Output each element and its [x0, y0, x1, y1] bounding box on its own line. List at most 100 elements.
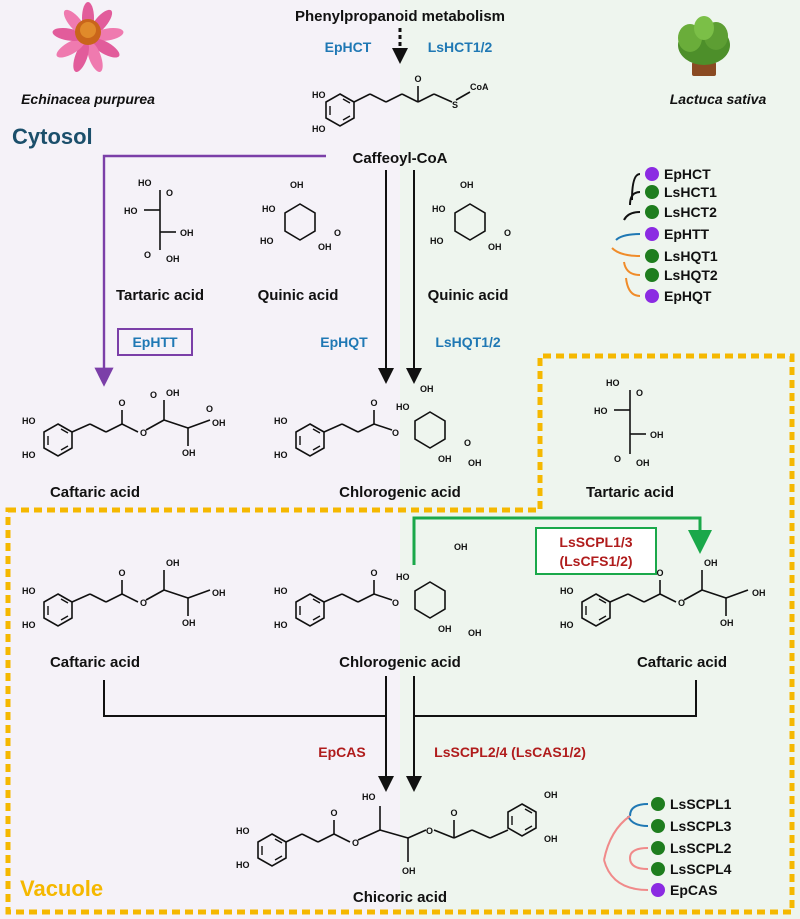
svg-text:HO: HO	[124, 206, 138, 216]
svg-text:O: O	[678, 598, 685, 608]
svg-text:OH: OH	[290, 180, 304, 190]
compound-caftaric-vac-right: Caftaric acid	[637, 654, 727, 671]
svg-text:O: O	[614, 454, 621, 464]
svg-text:O: O	[450, 808, 457, 818]
svg-text:O: O	[166, 188, 173, 198]
svg-text:OH: OH	[720, 618, 734, 628]
compound-quinic-left: Quinic acid	[258, 287, 339, 304]
svg-text:O: O	[206, 404, 213, 414]
svg-text:CoA: CoA	[470, 82, 489, 92]
echinacea-flower-icon	[52, 2, 124, 72]
svg-text:HO: HO	[138, 178, 152, 188]
tree-top-label-3: EpHTT	[664, 226, 710, 242]
entry-arrow	[392, 48, 408, 64]
svg-text:HO: HO	[594, 406, 608, 416]
species-right: Lactuca sativa	[670, 91, 767, 107]
svg-text:O: O	[370, 398, 377, 408]
compound-caftaric-vac-left: Caftaric acid	[50, 654, 140, 671]
vacuole-label: Vacuole	[20, 876, 103, 901]
quinic-acid-left-structure: OH HO HO OH O	[260, 180, 341, 252]
svg-text:HO: HO	[606, 378, 620, 388]
svg-text:HO: HO	[560, 586, 574, 596]
svg-text:O: O	[330, 808, 337, 818]
caftaric-acid-vac-left-structure: O O OH OH OH HO HO	[22, 558, 226, 630]
tree-top-label-6: EpHQT	[664, 288, 712, 304]
svg-text:O: O	[392, 428, 399, 438]
tree-bottom-label-3: LsSCPL4	[670, 861, 732, 877]
compound-chlorogenic-vac: Chlorogenic acid	[339, 654, 461, 671]
cytosol-label: Cytosol	[12, 124, 93, 149]
compound-quinic-right: Quinic acid	[428, 287, 509, 304]
lactuca-background	[400, 0, 800, 919]
compound-caftaric-cyto: Caftaric acid	[50, 484, 140, 501]
svg-text:O: O	[118, 568, 125, 578]
chlorogenic-acid-vac-structure: O O OH HO OH OH HO HO	[274, 542, 482, 638]
svg-text:HO: HO	[22, 416, 36, 426]
svg-text:S: S	[452, 100, 458, 110]
chicoric-acid-structure: O O HO OH O O HO HO OH OH	[236, 790, 558, 876]
svg-text:HO: HO	[262, 204, 276, 214]
tree-bottom-label-0: LsSCPL1	[670, 796, 732, 812]
svg-text:OH: OH	[420, 384, 434, 394]
svg-text:O: O	[140, 428, 147, 438]
tree-top-label-2: LsHCT2	[664, 204, 717, 220]
tree-bottom: LsSCPL1 LsSCPL3 LsSCPL2 LsSCPL4 EpCAS	[603, 796, 732, 898]
tree-top-label-4: LsHQT1	[664, 248, 718, 264]
tree-top-label-1: LsHCT1	[664, 184, 717, 200]
svg-text:OH: OH	[318, 242, 332, 252]
svg-text:HO: HO	[312, 124, 326, 134]
svg-text:OH: OH	[166, 558, 180, 568]
svg-text:OH: OH	[166, 388, 180, 398]
svg-text:OH: OH	[704, 558, 718, 568]
compound-chlorogenic-cyto: Chlorogenic acid	[339, 484, 461, 501]
svg-text:OH: OH	[438, 454, 452, 464]
ephtt-box	[117, 328, 193, 356]
cfs-arrow	[412, 516, 712, 565]
svg-text:O: O	[150, 390, 157, 400]
bracket-left	[103, 680, 386, 717]
svg-text:O: O	[118, 398, 125, 408]
compound-chicoric: Chicoric acid	[353, 889, 447, 906]
svg-text:HO: HO	[236, 826, 250, 836]
svg-text:HO: HO	[432, 204, 446, 214]
compound-caffeoyl-coa: Caffeoyl-CoA	[352, 150, 447, 167]
svg-text:HO: HO	[274, 450, 288, 460]
svg-text:O: O	[392, 598, 399, 608]
tree-top-label-5: LsHQT2	[664, 267, 718, 283]
tree-bottom-label-1: LsSCPL3	[670, 818, 732, 834]
svg-text:O: O	[352, 838, 359, 848]
tree-bottom-label-2: LsSCPL2	[670, 840, 732, 856]
bracket-right	[414, 680, 697, 717]
svg-text:OH: OH	[468, 458, 482, 468]
caffeoyl-coa-structure: O S CoA HO HO	[312, 74, 489, 134]
svg-text:HO: HO	[362, 792, 376, 802]
svg-text:HO: HO	[312, 90, 326, 100]
svg-text:O: O	[140, 598, 147, 608]
tartaric-acid-structure: HO O HO OH OH O	[124, 178, 194, 264]
svg-text:OH: OH	[650, 430, 664, 440]
svg-text:HO: HO	[260, 236, 274, 246]
svg-text:OH: OH	[438, 624, 452, 634]
svg-text:OH: OH	[180, 228, 194, 238]
species-left: Echinacea purpurea	[21, 91, 155, 107]
svg-text:HO: HO	[274, 416, 288, 426]
svg-text:HO: HO	[430, 236, 444, 246]
svg-text:HO: HO	[396, 402, 410, 412]
svg-text:HO: HO	[22, 620, 36, 630]
svg-text:HO: HO	[274, 620, 288, 630]
svg-text:O: O	[426, 826, 433, 836]
enzyme-epcas: EpCAS	[318, 744, 365, 760]
enzyme-lshqt: LsHQT1/2	[435, 334, 501, 350]
svg-text:O: O	[144, 250, 151, 260]
svg-text:OH: OH	[212, 418, 226, 428]
svg-text:O: O	[656, 568, 663, 578]
vacuole-border	[5, 353, 795, 915]
enzyme-ephct: EpHCT	[325, 39, 372, 55]
enzyme-ephtt: EpHTT	[132, 334, 178, 350]
svg-text:OH: OH	[402, 866, 416, 876]
svg-text:O: O	[636, 388, 643, 398]
svg-text:OH: OH	[182, 618, 196, 628]
svg-text:OH: OH	[468, 628, 482, 638]
tree-bottom-label-4: EpCAS	[670, 882, 717, 898]
